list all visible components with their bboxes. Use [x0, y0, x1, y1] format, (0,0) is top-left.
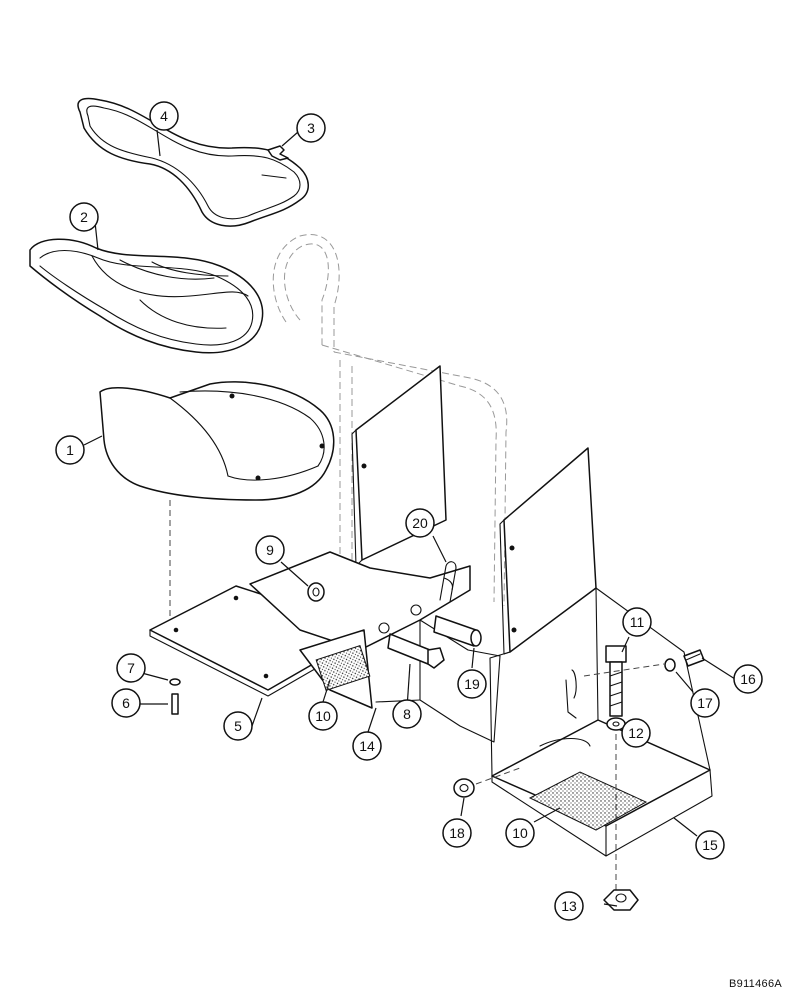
- callout: 2: [69, 202, 99, 232]
- callout-number: 20: [412, 515, 428, 531]
- flange-nut-18: [453, 778, 475, 798]
- seat-wire-frame: [77, 97, 309, 227]
- figure-id: B911466A: [729, 978, 782, 990]
- callout-number: 11: [630, 614, 645, 630]
- callout-number: 9: [266, 542, 274, 558]
- callout-number: 4: [160, 108, 168, 124]
- callout-number: 7: [127, 660, 135, 676]
- washer-centerline: [583, 663, 665, 677]
- callout: 17: [690, 688, 720, 718]
- callout-number: 17: [697, 695, 713, 711]
- callout: 15: [695, 830, 725, 860]
- leader-lines: [83, 129, 736, 907]
- callout: 12: [621, 718, 651, 748]
- callout: 3: [296, 113, 326, 143]
- callout-number: 15: [702, 837, 718, 853]
- callout: 1: [55, 435, 85, 465]
- wire-clip: [267, 145, 289, 161]
- clevis-pin: [433, 615, 482, 647]
- washer-7: [169, 678, 181, 686]
- callout: 16: [733, 664, 763, 694]
- callout: 18: [442, 818, 472, 848]
- callout: 6: [111, 688, 141, 718]
- callout: 4: [149, 101, 179, 131]
- grab-handle-ghost: [272, 234, 508, 607]
- callout-number: 10: [315, 708, 331, 724]
- callout-number: 2: [80, 209, 88, 225]
- callout-number: 3: [307, 120, 315, 136]
- cap-screw-16: [683, 649, 705, 667]
- washer-17: [664, 658, 676, 672]
- callout: 20: [405, 508, 435, 538]
- callout-number: 13: [561, 898, 577, 914]
- callout-number: 19: [464, 676, 480, 692]
- callout: 11: [622, 607, 652, 637]
- callout: 13: [554, 891, 584, 921]
- nut-centerline: [475, 767, 521, 785]
- callout: 19: [457, 669, 487, 699]
- pivot-hole-left: [378, 622, 390, 634]
- seat-cushion: [29, 238, 264, 354]
- seat-pan: [99, 381, 335, 501]
- callout-number: 6: [122, 695, 130, 711]
- callout-number: 1: [66, 442, 74, 458]
- callout-number: 16: [740, 671, 756, 687]
- callout: 8: [392, 699, 422, 729]
- footrest: [489, 587, 713, 857]
- callout: 7: [116, 653, 146, 683]
- hairpin-clip: [439, 561, 457, 603]
- seat-screw-6: [171, 693, 179, 715]
- callout-number: 14: [359, 738, 375, 754]
- callout-number: 5: [234, 718, 242, 734]
- pivot-bolt: [387, 633, 445, 669]
- footrest-bolt: [605, 645, 627, 717]
- spacer-bushing: [307, 582, 325, 602]
- pivot-hole-right: [410, 604, 422, 616]
- hex-nut: [603, 889, 639, 911]
- callout: 10: [308, 701, 338, 731]
- lower-bracket: [249, 551, 501, 743]
- callout-number: 8: [403, 706, 411, 722]
- callout: 9: [255, 535, 285, 565]
- callout: 14: [352, 731, 382, 761]
- callout: 10: [505, 818, 535, 848]
- callout-number: 12: [628, 725, 644, 741]
- callout: 5: [223, 711, 253, 741]
- callout-number: 18: [449, 825, 465, 841]
- callout-number: 10: [512, 825, 528, 841]
